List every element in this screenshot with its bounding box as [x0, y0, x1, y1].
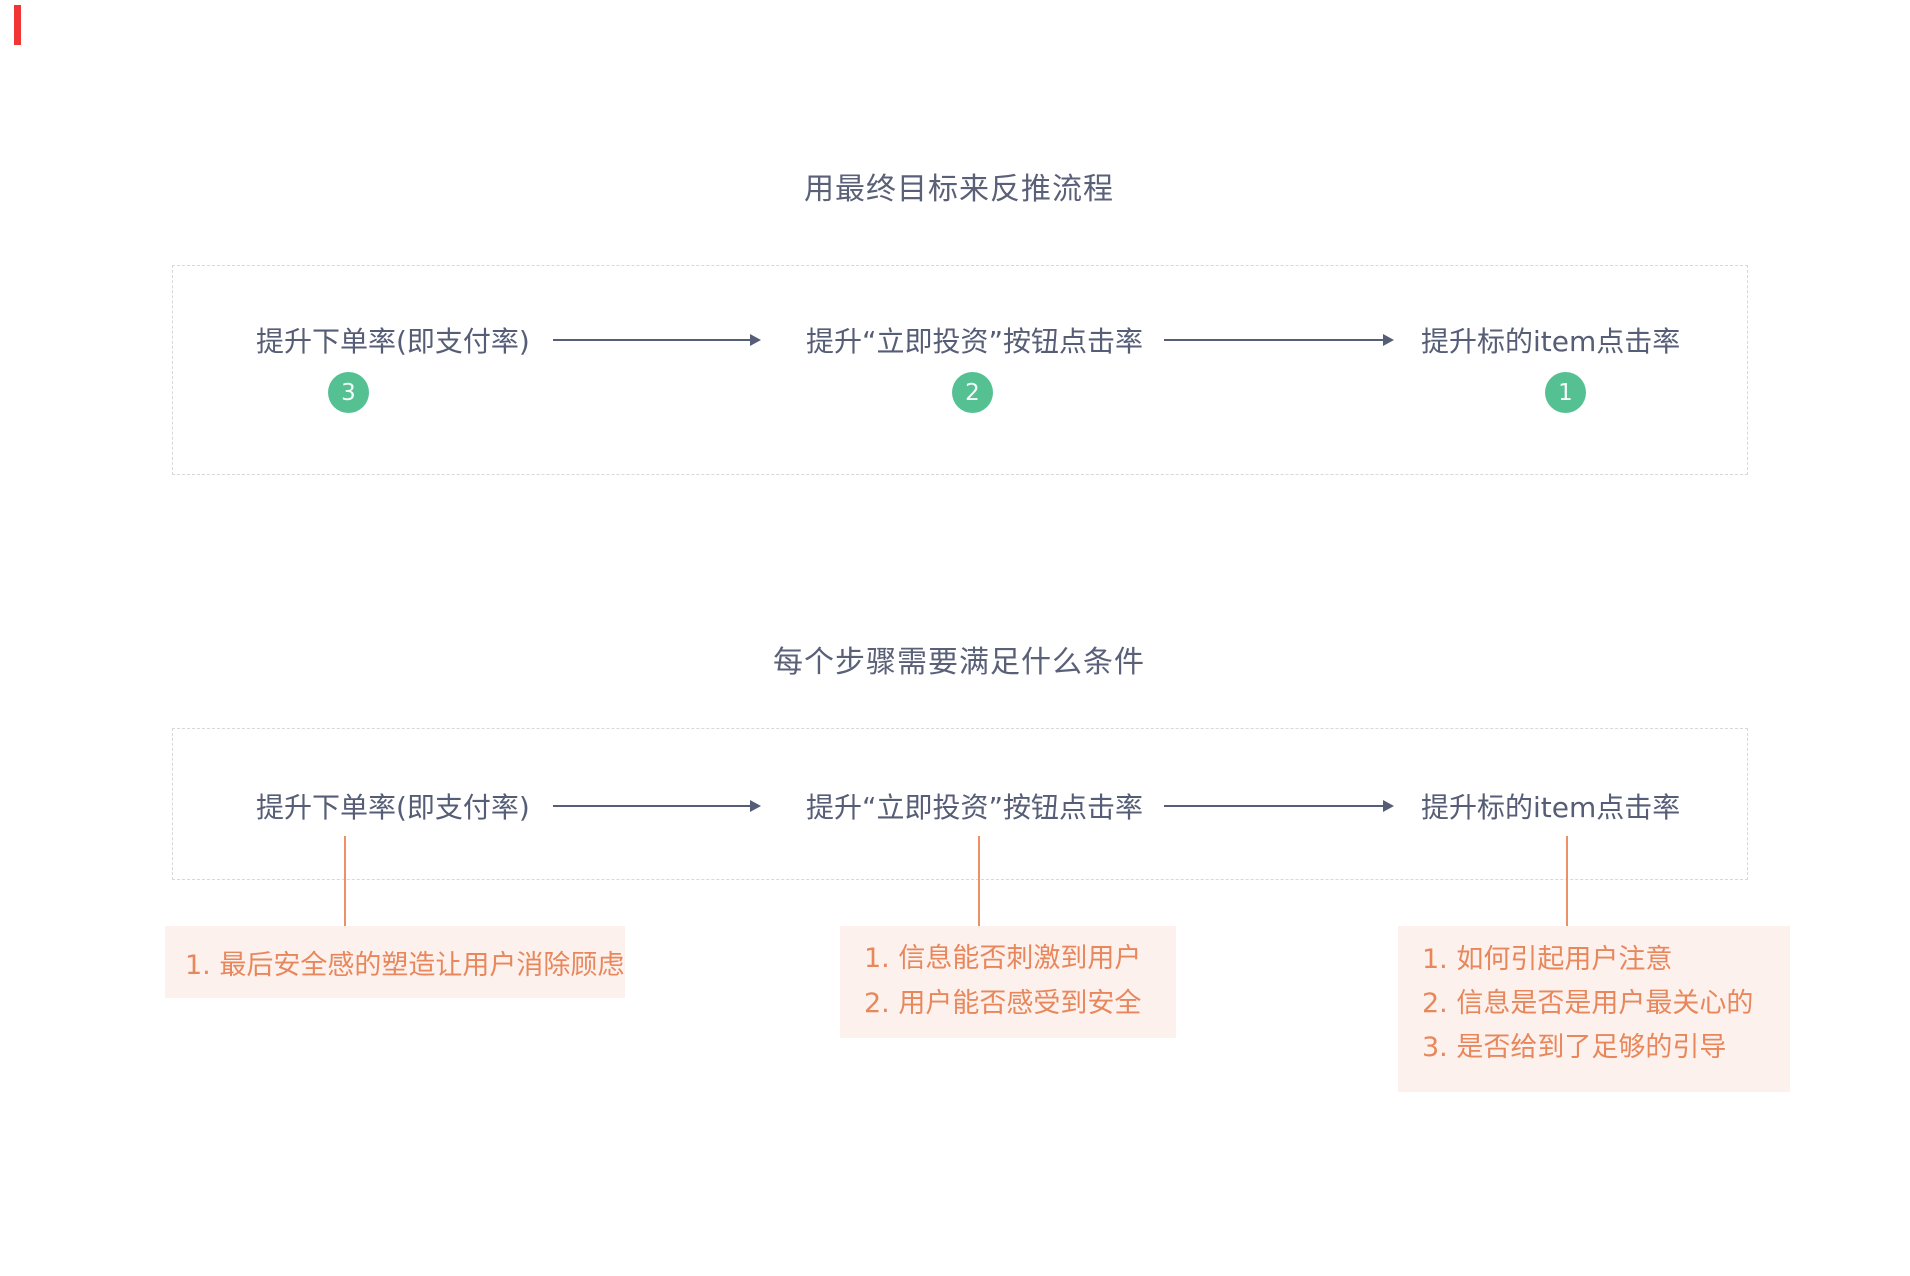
note1-item-1: 1. 最后安全感的塑造让用户消除顾虑 [185, 949, 625, 981]
section1-title: 用最终目标来反推流程 [804, 172, 1114, 207]
note3-item-1: 1. 如何引起用户注意 [1422, 944, 1673, 975]
note2-item-1: 1. 信息能否刺激到用户 [864, 943, 1142, 974]
condition-note-1: 1. 最后安全感的塑造让用户消除顾虑 [165, 926, 625, 998]
flow2-node-item-click: 提升标的item点击率 [1421, 791, 1681, 824]
flow1-node-order-rate: 提升下单率(即支付率) [256, 325, 530, 358]
flow1-node-item-click: 提升标的item点击率 [1421, 325, 1681, 358]
flow2-node-invest-button: 提升“立即投资”按钮点击率 [806, 791, 1144, 824]
flow1-node-invest-button: 提升“立即投资”按钮点击率 [806, 325, 1144, 358]
connector-line-1 [344, 836, 346, 926]
note3-item-2: 2. 信息是否是用户最关心的 [1422, 988, 1754, 1019]
condition-note-3: 1. 如何引起用户注意 2. 信息是否是用户最关心的 3. 是否给到了足够的引导 [1398, 926, 1790, 1092]
note3-item-3: 3. 是否给到了足够的引导 [1422, 1032, 1727, 1063]
section2-title: 每个步骤需要满足什么条件 [773, 645, 1145, 680]
step-badge-2: 2 [952, 372, 993, 413]
flow1-arrow-2 [1164, 334, 1394, 346]
section1-flow-box: 提升下单率(即支付率) 提升“立即投资”按钮点击率 提升标的item点击率 3 … [172, 265, 1748, 475]
connector-line-2 [978, 836, 980, 926]
step-badge-1: 1 [1545, 372, 1586, 413]
note2-item-2: 2. 用户能否感受到安全 [864, 988, 1142, 1019]
flow2-arrow-2 [1164, 800, 1394, 812]
flow2-node-order-rate: 提升下单率(即支付率) [256, 791, 530, 824]
flow2-arrow-1 [553, 800, 761, 812]
section2-flow-box: 提升下单率(即支付率) 提升“立即投资”按钮点击率 提升标的item点击率 [172, 728, 1748, 880]
flow1-arrow-1 [553, 334, 761, 346]
connector-line-3 [1566, 836, 1568, 926]
condition-note-2: 1. 信息能否刺激到用户 2. 用户能否感受到安全 [840, 926, 1176, 1038]
step-badge-3: 3 [328, 372, 369, 413]
corner-red-mark [14, 5, 21, 45]
